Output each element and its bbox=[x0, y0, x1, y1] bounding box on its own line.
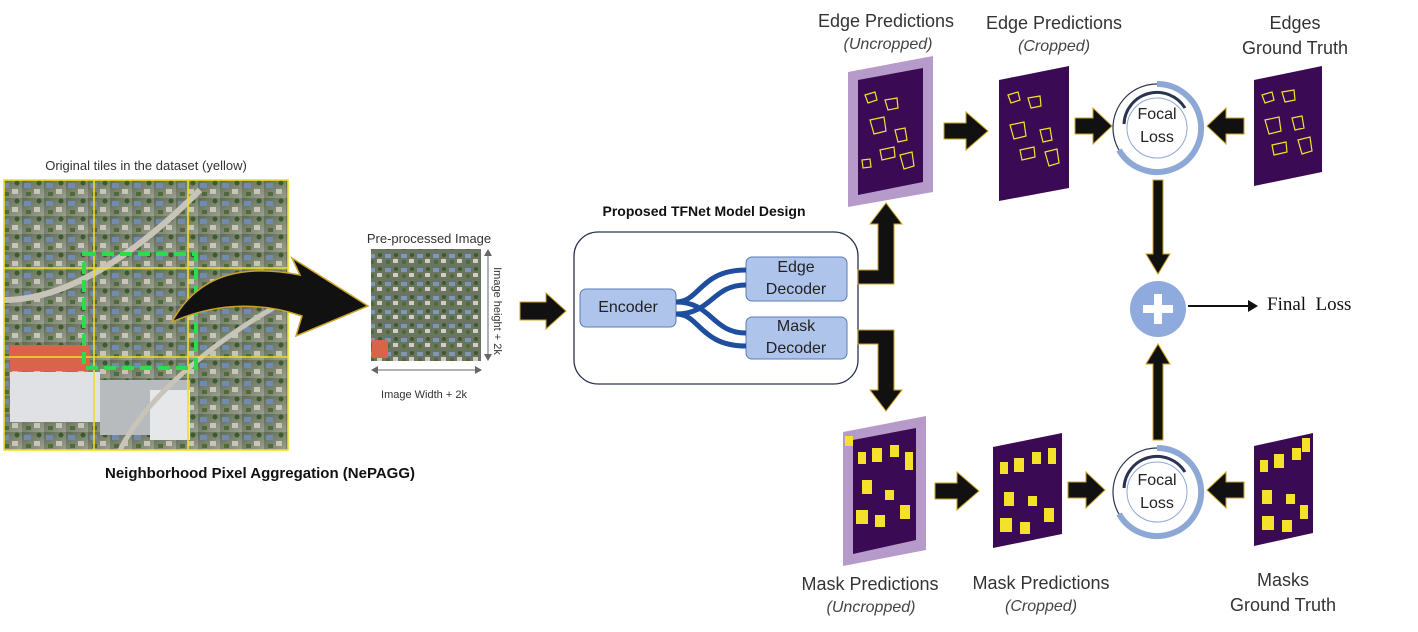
edge-uncropped-subtitle: (Uncropped) bbox=[843, 36, 933, 53]
mask-focal-loss-label-1: Focal bbox=[1137, 472, 1177, 489]
preprocessed-image bbox=[371, 249, 492, 374]
edge-cropped-prediction bbox=[999, 66, 1069, 201]
arrow-edge-to-loss bbox=[1074, 106, 1113, 146]
arrow-to-edge-predictions bbox=[857, 202, 904, 285]
edge-uncropped-title: Edge Predictions bbox=[817, 11, 955, 31]
mask-gt-title-1: Masks bbox=[1256, 570, 1310, 590]
arrow-to-final-loss bbox=[1188, 300, 1258, 312]
arrow-edge-crop bbox=[943, 110, 989, 152]
nepagg-title: Neighborhood Pixel Aggregation (NePAGG) bbox=[104, 465, 416, 482]
mask-cropped-subtitle: (Cropped) bbox=[1004, 598, 1078, 615]
model-title: Proposed TFNet Model Design bbox=[602, 203, 806, 219]
edge-decoder-label-1: Edge bbox=[777, 259, 815, 276]
mask-uncropped-title: Mask Predictions bbox=[801, 574, 939, 594]
mask-focal-loss-label-2: Loss bbox=[1140, 495, 1174, 512]
arrow-mask-loss-to-sum bbox=[1145, 343, 1171, 441]
edge-ground-truth bbox=[1254, 66, 1322, 186]
arrow-to-mask-predictions bbox=[857, 329, 904, 412]
preprocessed-caption: Pre-processed Image bbox=[366, 231, 492, 246]
arrow-edge-gt-to-loss bbox=[1206, 106, 1245, 146]
encoder-label: Encoder bbox=[598, 299, 658, 316]
edge-focal-loss-label-1: Focal bbox=[1137, 106, 1177, 123]
decoder-links bbox=[675, 267, 747, 349]
edge-cropped-subtitle: (Cropped) bbox=[1017, 38, 1091, 55]
edge-uncropped-prediction bbox=[848, 56, 933, 207]
height-label: Image height + 2k bbox=[491, 267, 503, 355]
sum-node bbox=[1130, 281, 1186, 337]
edge-gt-title-2: Ground Truth bbox=[1241, 38, 1349, 58]
tiles-caption: Original tiles in the dataset (yellow) bbox=[45, 158, 247, 173]
arrow-mask-gt-to-loss bbox=[1206, 470, 1245, 510]
edge-focal-loss bbox=[1112, 80, 1205, 175]
edge-gt-title-1: Edges bbox=[1269, 13, 1321, 33]
arrow-mask-to-loss bbox=[1067, 470, 1106, 510]
final-loss-label: Final Loss bbox=[1267, 294, 1352, 315]
arrow-mask-crop bbox=[934, 470, 980, 512]
edge-cropped-title: Edge Predictions bbox=[985, 13, 1123, 33]
width-label: Image Width + 2k bbox=[381, 389, 467, 401]
mask-decoder-label-2: Decoder bbox=[765, 340, 827, 357]
edge-decoder-label-2: Decoder bbox=[765, 281, 827, 298]
mask-focal-loss bbox=[1112, 444, 1205, 539]
encoder-block bbox=[579, 288, 677, 328]
mask-gt-title-2: Ground Truth bbox=[1229, 595, 1337, 615]
edge-focal-loss-label-2: Loss bbox=[1140, 129, 1174, 146]
mask-cropped-prediction bbox=[993, 433, 1062, 548]
model-design bbox=[573, 231, 859, 385]
tile-grid bbox=[3, 179, 289, 451]
edge-decoder-block bbox=[745, 256, 848, 302]
aerial-tiles bbox=[3, 179, 290, 452]
mask-decoder-block bbox=[745, 316, 848, 360]
curved-arrow bbox=[170, 255, 370, 338]
arrow-to-model bbox=[519, 291, 567, 331]
red-roof-building bbox=[10, 345, 90, 371]
arrow-edge-loss-to-sum bbox=[1145, 179, 1171, 275]
mask-ground-truth bbox=[1254, 433, 1313, 546]
mask-uncropped-prediction bbox=[843, 416, 926, 566]
mask-decoder-label-1: Mask bbox=[776, 318, 816, 335]
mask-uncropped-subtitle: (Uncropped) bbox=[826, 599, 916, 616]
mask-cropped-title: Mask Predictions bbox=[972, 573, 1110, 593]
